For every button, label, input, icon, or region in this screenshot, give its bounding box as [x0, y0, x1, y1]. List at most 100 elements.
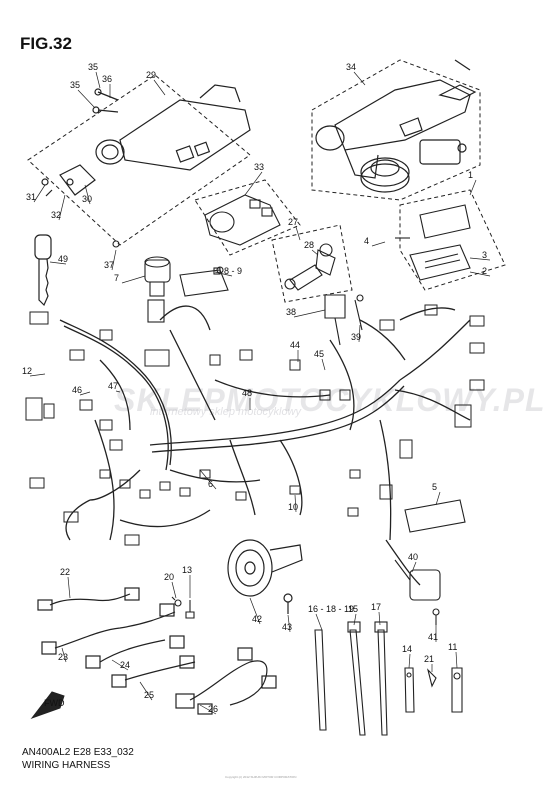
callout-12: 12: [22, 366, 32, 376]
callout-leader: [353, 613, 357, 626]
callout-leader: [79, 391, 91, 396]
callout-leader: [353, 71, 366, 86]
callout-17: 17: [371, 602, 381, 612]
horn-42: [227, 539, 303, 614]
callout-20: 20: [164, 572, 174, 582]
callout-leader: [249, 597, 261, 625]
group-box-ignition: [27, 74, 251, 246]
callout-leader: [49, 261, 67, 265]
callout-25: 25: [144, 690, 154, 700]
callout-26: 26: [208, 704, 218, 714]
callout-1: 1: [468, 170, 473, 180]
figure-label: FIG.32: [20, 34, 72, 53]
callout-10: 10: [288, 502, 298, 512]
callout-leader: [469, 271, 491, 277]
callout-leader: [67, 576, 71, 599]
callout-leader: [294, 494, 297, 513]
callout-44: 44: [290, 340, 300, 350]
callout-21: 21: [424, 654, 434, 664]
callout-leader: [455, 651, 458, 669]
callout-11: 11: [448, 642, 457, 652]
clamps: [404, 667, 463, 713]
callout-30: 30: [82, 194, 92, 204]
callout-leader: [435, 491, 441, 506]
group-box-lock-set: [311, 59, 481, 201]
callout-leader: [84, 184, 91, 205]
callout-leader: [469, 179, 477, 196]
callout-leader: [293, 309, 326, 318]
callout-leader: [469, 257, 491, 261]
lock-set: [315, 59, 477, 193]
callout-leader: [244, 171, 263, 196]
tape-5: [404, 499, 466, 533]
callout-leader: [121, 275, 146, 284]
fwd-label: FWD: [44, 698, 65, 708]
callout-leader: [33, 184, 46, 203]
callout-leader: [411, 561, 417, 573]
callout-6: 6: [208, 479, 213, 489]
model-code: AN400AL2 E28 E33_032: [22, 747, 134, 758]
callout-47: 47: [108, 381, 118, 391]
callout-42: 42: [252, 614, 262, 624]
callout-leader: [115, 390, 121, 393]
callout-34: 34: [346, 62, 356, 72]
group-box-33: [194, 179, 301, 256]
group-box-27: [271, 224, 353, 303]
callout-leader: [311, 249, 319, 256]
callout-leader: [95, 71, 101, 89]
callout-45: 45: [314, 349, 324, 359]
callout-46: 46: [72, 385, 82, 395]
callout-32: 32: [51, 210, 61, 220]
part-40-41: [394, 559, 441, 625]
callout-37: 37: [104, 260, 114, 270]
callout-35: 35: [70, 80, 80, 90]
relay-7: [144, 256, 229, 323]
callout-28: 28: [304, 240, 314, 250]
callout-leader: [321, 358, 326, 371]
cable-ties: [314, 621, 388, 736]
callout-4: 4: [364, 236, 369, 246]
callout-14: 14: [402, 644, 412, 654]
callout-43: 43: [282, 622, 292, 632]
callout-leader: [29, 373, 46, 377]
watermark-sub: internetowy sklep motocyklowy: [150, 406, 302, 418]
callout-3: 3: [482, 250, 487, 260]
callout-35: 35: [88, 62, 98, 72]
callout-2: 2: [482, 266, 487, 276]
callout-leader: [378, 611, 381, 626]
callout-27: 27: [288, 217, 298, 227]
callout-16-18-19: 16 - 18 - 19: [308, 604, 354, 614]
callout-5: 5: [432, 482, 437, 492]
callout-40: 40: [408, 552, 418, 562]
callout-leader: [287, 614, 291, 633]
part-27-28: [284, 243, 336, 291]
callout-41: 41: [428, 632, 438, 642]
callout-48: 48: [242, 388, 252, 398]
callout-38: 38: [286, 307, 296, 317]
callout-leader: [77, 89, 96, 109]
callout-39: 39: [351, 332, 361, 342]
callout-leader: [214, 271, 233, 277]
fwd-arrow-icon: FWD: [30, 691, 65, 720]
callout-31: 31: [26, 192, 36, 202]
callout-leader: [371, 241, 386, 247]
callout-leader: [139, 681, 153, 701]
callout-33: 33: [254, 162, 264, 172]
callout-23: 23: [58, 652, 68, 662]
callout-leader: [358, 324, 361, 343]
callout-leader: [199, 469, 217, 490]
copyright: Copyright (c) 2012 SUZUKI MOTOR CORPORAT…: [225, 775, 297, 779]
callout-leader: [171, 581, 177, 599]
ignition-key: [34, 234, 52, 307]
callout-leader: [111, 659, 129, 671]
callout-leader: [315, 613, 323, 631]
callout-leader: [295, 226, 301, 241]
callout-13: 13: [182, 565, 192, 575]
part-1: [395, 204, 471, 281]
callout-8-9: 8 - 9: [224, 266, 242, 276]
main-harness: [59, 305, 471, 586]
callout-leader: [61, 647, 67, 663]
